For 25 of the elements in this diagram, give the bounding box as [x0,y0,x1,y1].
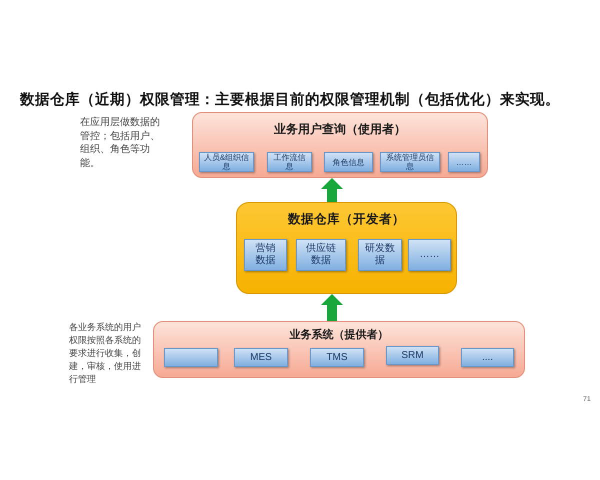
panel-heading: 业务系统（提供者） [290,328,388,342]
side-note: 各业务系统的用户权限按照各系统的要求进行收集，创建，审核，使用进行管理 [69,321,142,386]
panel-heading: 数据仓库（开发者） [288,211,405,228]
panel-heading: 业务用户查询（使用者） [274,121,406,138]
data-box: 研发数据 [358,239,402,271]
layer-panel [236,202,457,294]
data-box: 供应链数据 [296,239,346,271]
info-box: 工作流信息 [267,152,312,172]
layer-panel [153,321,525,378]
system-box: MES [234,348,288,367]
info-box: 人员&组织信息 [199,152,254,172]
side-note: 在应用层做数据的管控；包括用户、组织、角色等功能。 [80,116,161,170]
system-box: .... [461,348,514,367]
info-box: 系统管理员信息 [380,152,440,172]
arrow [321,294,343,321]
info-box: …… [448,152,480,172]
page-title: 数据仓库（近期）权限管理：主要根据目前的权限管理机制（包括优化）来实现。 [20,90,560,109]
system-box [164,348,218,367]
arrow [321,178,343,202]
system-box: SRM [386,346,439,365]
data-box: 营销数据 [244,239,287,271]
info-box: 角色信息 [324,152,373,172]
data-box: …… [408,239,451,271]
system-box: TMS [310,348,364,367]
layer-panel [192,112,488,178]
